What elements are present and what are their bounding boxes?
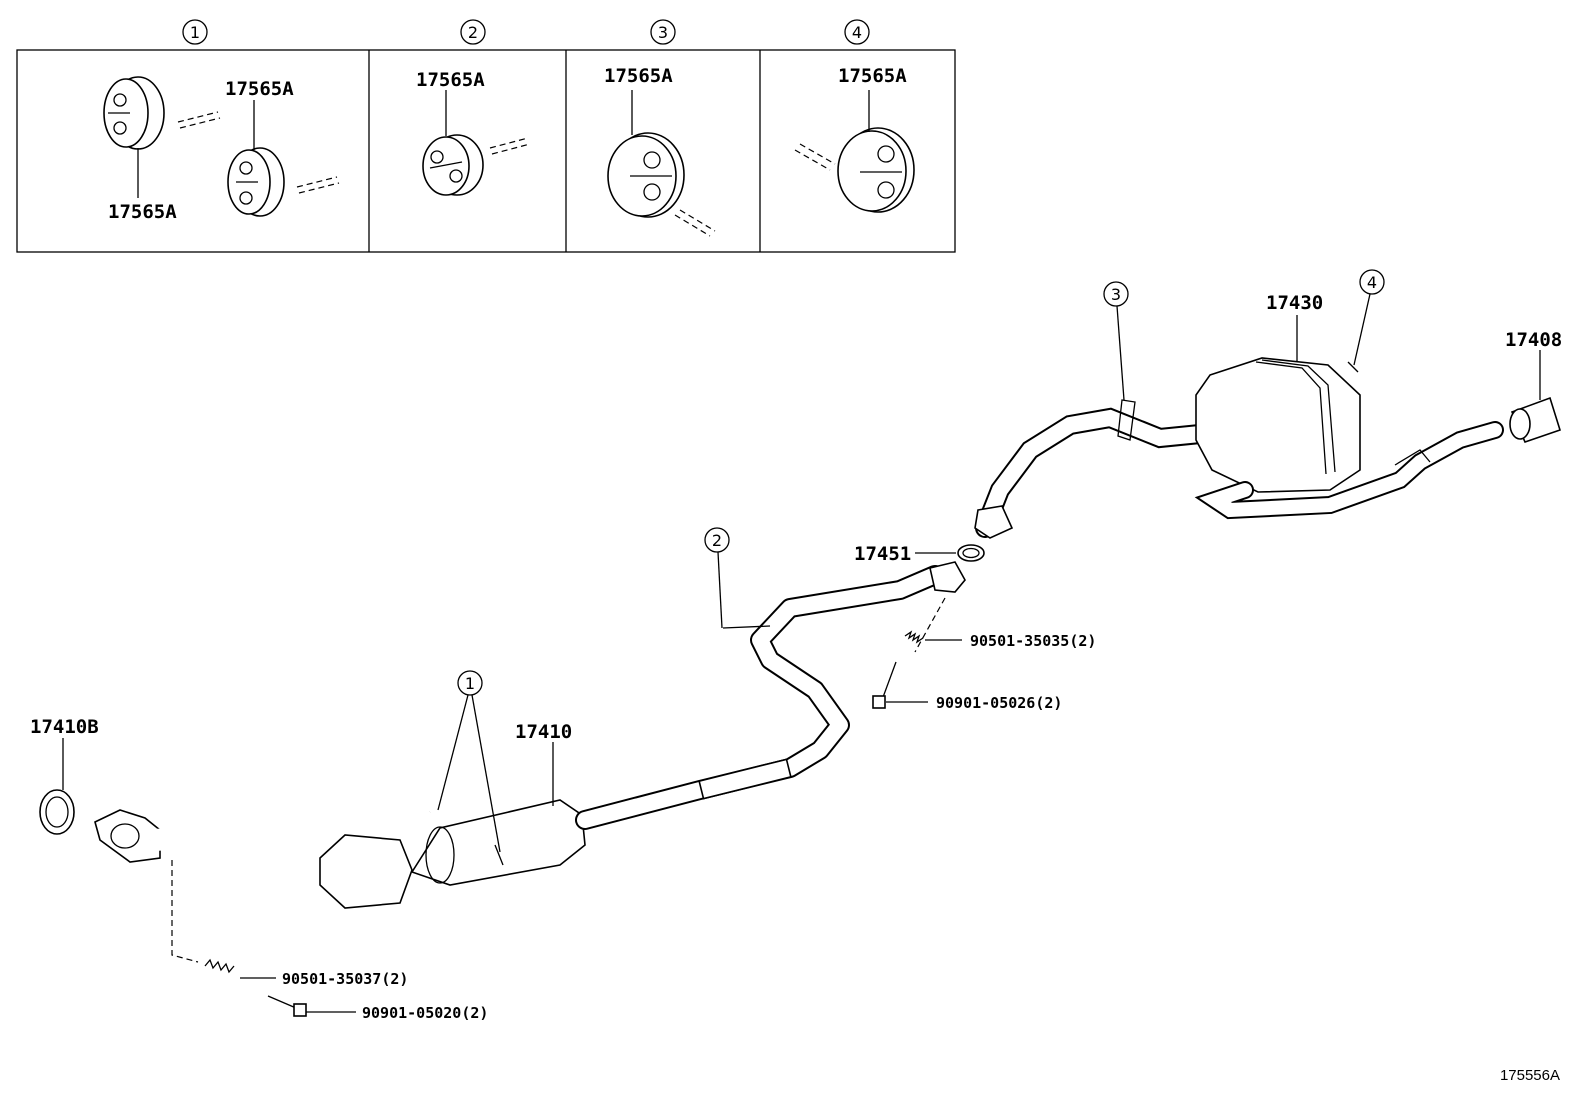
bolt-icon	[267, 995, 307, 1017]
part-label[interactable]: 17565A	[416, 69, 485, 91]
inset-frame	[16, 49, 956, 253]
part-number-17408[interactable]: 17408	[1505, 329, 1562, 351]
gasket-17451[interactable]: 17451	[854, 543, 985, 565]
inset-1[interactable]: 1 17565A 17565	[103, 19, 340, 223]
callout-1[interactable]: 1	[437, 670, 501, 853]
inset-number: 2	[468, 23, 478, 42]
inset-2[interactable]: 2 17565A	[416, 19, 531, 196]
svg-text:3: 3	[1111, 285, 1121, 304]
part-number-90501-35035[interactable]: 90501-35035(2)	[970, 632, 1096, 650]
part-number-17430[interactable]: 17430	[1266, 292, 1323, 314]
fastener-set-rear[interactable]: 90501-35035(2) 90901-05026(2)	[872, 597, 1096, 712]
part-label[interactable]: 17565A	[838, 65, 907, 87]
spring-icon	[904, 630, 924, 644]
inset-3[interactable]: 3 17565A	[604, 19, 716, 237]
part-label[interactable]: 17565A	[604, 65, 673, 87]
part-label[interactable]: 17565A	[225, 78, 294, 100]
callout-4[interactable]: 4	[1353, 269, 1385, 366]
inset-number: 1	[190, 23, 200, 42]
diagram-reference-code: 175556A	[1500, 1067, 1560, 1084]
tailpipe-17430[interactable]: 17430	[974, 292, 1504, 539]
hanger-rubber-icon	[607, 132, 685, 218]
hanger-rubber-icon	[837, 127, 915, 213]
inset-number: 3	[658, 23, 668, 42]
gasket-17410B[interactable]: 17410B	[30, 716, 99, 835]
part-label[interactable]: 17565A	[108, 201, 177, 223]
part-number-17410B[interactable]: 17410B	[30, 716, 99, 738]
part-number-90901-05020[interactable]: 90901-05020(2)	[362, 1004, 488, 1022]
tail-tip-17408[interactable]: 17408	[1505, 329, 1562, 443]
hanger-rubber-icon	[422, 134, 484, 196]
svg-text:1: 1	[465, 674, 475, 693]
callout-3[interactable]: 3	[1103, 281, 1129, 401]
spring-icon	[204, 958, 235, 974]
bolt-icon	[872, 661, 897, 709]
part-number-17410[interactable]: 17410	[515, 721, 572, 743]
part-number-90501-35037[interactable]: 90501-35037(2)	[282, 970, 408, 988]
callout-2[interactable]: 2	[704, 527, 730, 629]
hanger-inset-panels: 1 17565A 17565	[16, 19, 956, 253]
part-number-17451[interactable]: 17451	[854, 543, 911, 565]
fastener-set-front[interactable]: 90501-35037(2) 90901-05020(2)	[171, 860, 488, 1022]
front-pipe-17410[interactable]: 17410	[94, 561, 966, 909]
svg-text:2: 2	[712, 531, 722, 550]
hanger-rubber-icon	[227, 147, 285, 217]
part-number-90901-05026[interactable]: 90901-05026(2)	[936, 694, 1062, 712]
inset-number: 4	[852, 23, 862, 42]
hanger-rubber-icon	[103, 76, 165, 150]
svg-text:4: 4	[1367, 273, 1377, 292]
inset-4[interactable]: 4 17565A	[794, 19, 915, 213]
